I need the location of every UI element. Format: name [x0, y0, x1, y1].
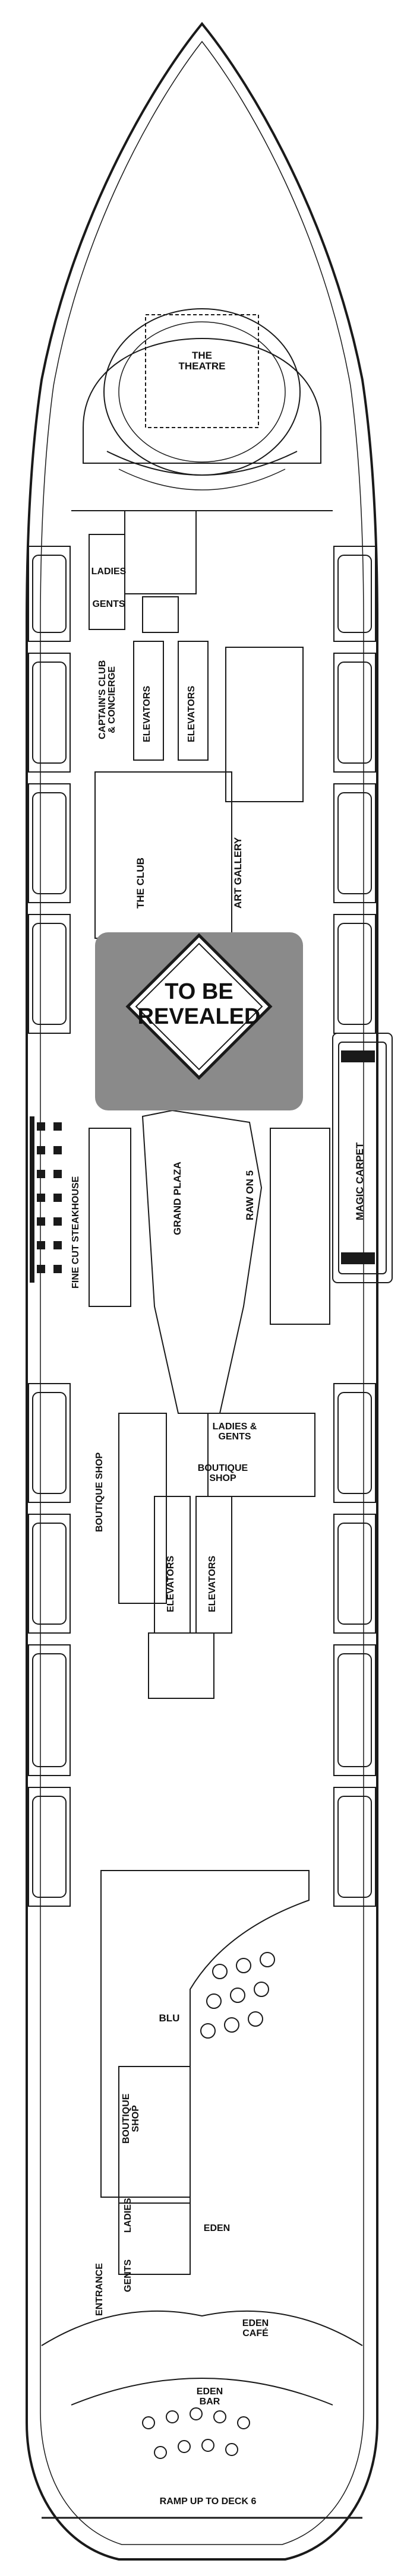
- ladies-aft-label: LADIES: [123, 2198, 133, 2233]
- cabin-column-right-mid: [333, 1383, 376, 1907]
- ladies-fwd-label: LADIES: [91, 567, 127, 577]
- gents-fwd-label: GENTS: [92, 599, 125, 609]
- elevators-mid-1-label: ELEVATORS: [166, 1555, 176, 1612]
- elevators-fwd-1-label: ELEVATORS: [142, 685, 152, 742]
- magic-carpet-structure: [332, 1033, 393, 1283]
- eden-cafe-label: EDEN CAFÉ: [242, 2318, 269, 2338]
- mid-structure: [89, 1109, 330, 1699]
- magic-carpet-label: MAGIC CARPET: [354, 1142, 365, 1220]
- boutique-shop-aft-label: BOUTIQUE SHOP: [121, 2093, 141, 2144]
- gents-aft-label: GENTS: [123, 2259, 133, 2292]
- theatre-area: [71, 308, 333, 511]
- entrance-label: ENTRANCE: [94, 2263, 105, 2316]
- captains-club-label: CAPTAIN'S CLUB & CONCIERGE: [97, 660, 117, 739]
- ladies-gents-mid-label: LADIES & GENTS: [212, 1422, 257, 1442]
- theatre-label: THE THEATRE: [178, 350, 226, 372]
- cabin-column-right-fwd: [333, 546, 376, 1034]
- diamond-sign-icon: [125, 933, 273, 1080]
- fine-cut-label: FINE CUT STEAKHOUSE: [71, 1176, 81, 1289]
- eden-label: EDEN: [203, 2223, 231, 2233]
- hull-outline: [26, 21, 378, 2561]
- boutique-shop-right-label: BOUTIQUE SHOP: [197, 1463, 248, 1483]
- fine-cut-seating: [30, 1116, 62, 1283]
- elevators-mid-2-label: ELEVATORS: [207, 1555, 217, 1612]
- boutique-shop-left-label: BOUTIQUE SHOP: [94, 1452, 105, 1532]
- raw-on-5-label: RAW ON 5: [244, 1170, 255, 1220]
- elevators-fwd-2-label: ELEVATORS: [187, 685, 197, 742]
- to-be-revealed-label: TO BE REVEALED: [137, 979, 261, 1029]
- cabin-column-left-fwd: [28, 546, 71, 1034]
- the-club-label: THE CLUB: [135, 857, 146, 909]
- blu-label: BLU: [159, 2012, 180, 2024]
- grand-plaza-label: GRAND PLAZA: [172, 1162, 183, 1235]
- eden-bar-label: EDEN BAR: [196, 2387, 223, 2407]
- art-gallery-label: ART GALLERY: [232, 837, 244, 909]
- ramp-label: RAMP UP TO DECK 6: [159, 2496, 257, 2507]
- inner-hull: [40, 40, 364, 2545]
- eden-area: [41, 2310, 363, 2519]
- blu-area: [100, 1870, 310, 2275]
- cabin-column-left-mid: [28, 1383, 71, 1907]
